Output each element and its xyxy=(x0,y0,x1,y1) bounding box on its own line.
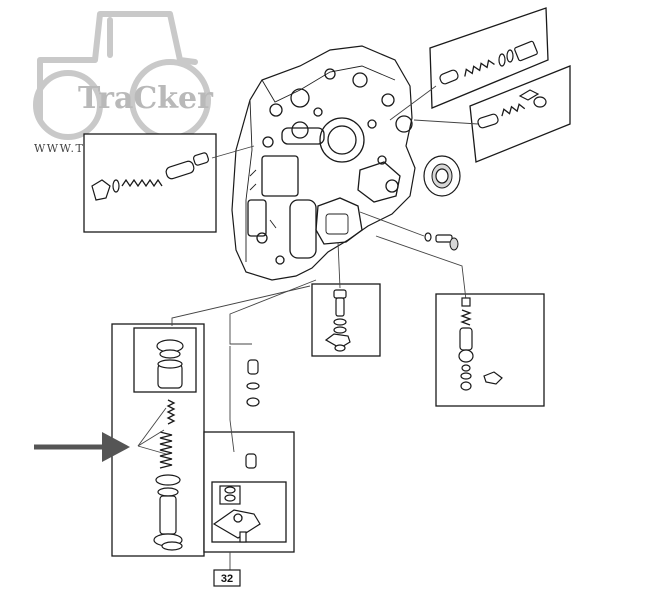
valve-detail-box-7 xyxy=(203,346,295,553)
pointer-arrow xyxy=(34,432,130,462)
valve-body-housing xyxy=(231,45,416,281)
retaining-screw xyxy=(359,211,459,251)
valve-detail-box-6 xyxy=(111,285,311,557)
valve-plunger-parts xyxy=(229,279,317,407)
reference-label: 32 xyxy=(221,573,233,585)
valve-detail-box-1 xyxy=(389,7,549,121)
watermark-brand: TraCker xyxy=(78,81,214,116)
valve-detail-box-3 xyxy=(83,133,255,233)
valve-detail-box-5 xyxy=(375,235,545,407)
shaft-seal xyxy=(423,155,461,197)
valve-detail-box-2 xyxy=(413,65,571,163)
valve-detail-box-4 xyxy=(311,241,381,357)
reference-label-box: 32 xyxy=(213,552,241,587)
